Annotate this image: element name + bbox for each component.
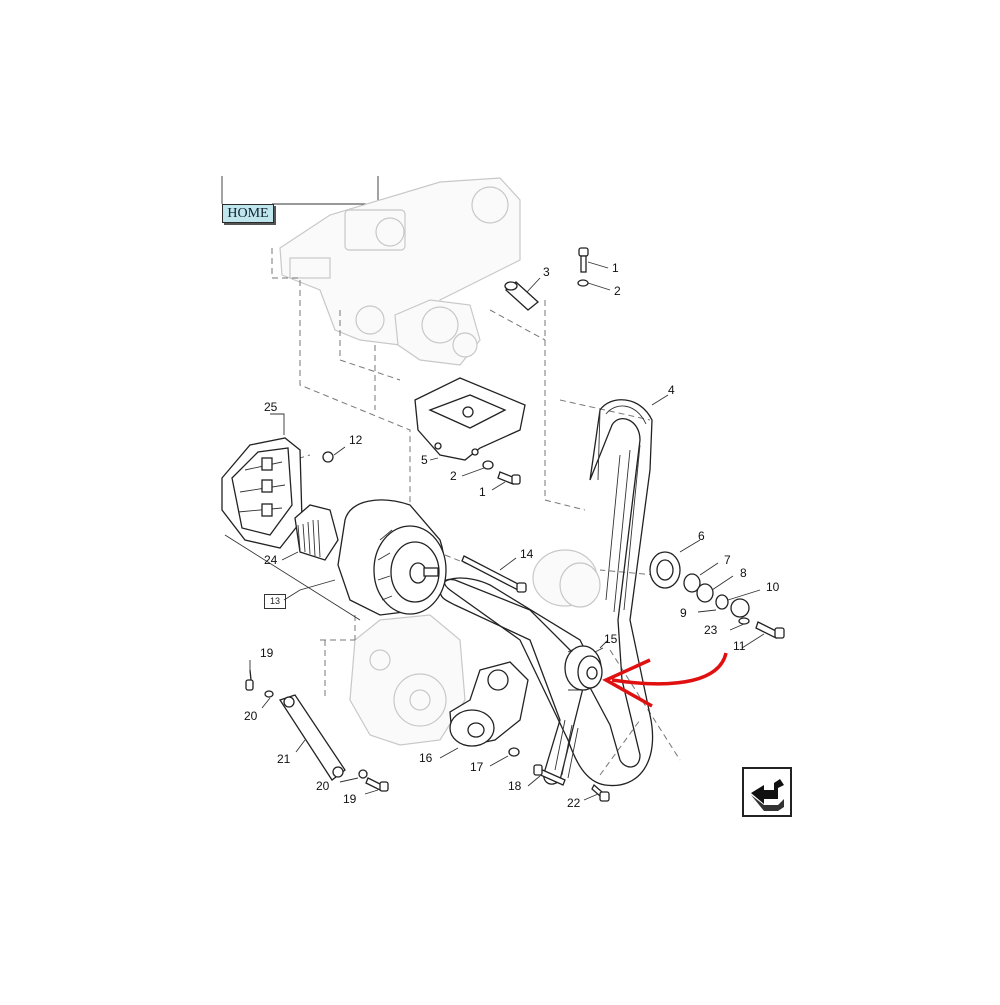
callout-14: 14 (520, 547, 534, 561)
tensioner-bracket (414, 377, 526, 461)
reference-box[interactable]: 13 (264, 594, 286, 609)
engine-block-ghost (279, 177, 521, 346)
callout-19: 19 (260, 646, 274, 660)
callout-18: 18 (508, 779, 522, 793)
idler-pulley (564, 639, 609, 691)
regulator (281, 504, 339, 561)
callout-16: 16 (419, 751, 433, 765)
ghost-pulley (532, 549, 601, 608)
spacer-sleeve (504, 277, 541, 311)
bolt-18 (527, 764, 566, 787)
pulley-bearing-stack (649, 539, 785, 649)
callout-6: 6 (698, 529, 705, 543)
bolt-mid (461, 460, 521, 491)
callout-20b: 20 (316, 779, 330, 793)
callout-20: 20 (244, 709, 258, 723)
callout-labels: 1 2 3 4 5 2 1 6 7 8 10 9 23 11 12 25 24 … (244, 261, 780, 810)
callout-9: 9 (680, 606, 687, 620)
ref-leader (224, 534, 361, 621)
callout-5: 5 (421, 453, 428, 467)
long-belt (443, 394, 669, 787)
callout-1b: 1 (479, 485, 486, 499)
home-frame (221, 176, 379, 205)
short-belt (439, 577, 591, 785)
lower-pump-ghost (349, 614, 466, 746)
water-pump-ghost (394, 299, 481, 366)
callout-1: 1 (612, 261, 619, 275)
callout-23: 23 (704, 623, 718, 637)
long-bolt (461, 555, 527, 593)
assembly-lines (259, 248, 681, 776)
callout-21: 21 (277, 752, 291, 766)
highlight-arrow (602, 652, 728, 708)
callout-11: 11 (733, 639, 746, 653)
callout-15: 15 (604, 632, 618, 646)
callout-2b: 2 (450, 469, 457, 483)
return-button[interactable] (742, 767, 792, 817)
return-arrow-icon (751, 779, 784, 811)
bolt-top (577, 247, 611, 291)
callout-24: 24 (264, 553, 278, 567)
belt-tensioner (439, 661, 529, 767)
callout-12: 12 (349, 433, 363, 447)
callout-3: 3 (543, 265, 550, 279)
fan-shroud (221, 413, 303, 549)
callout-25: 25 (264, 400, 278, 414)
strut-assembly (245, 660, 389, 795)
callout-7: 7 (724, 553, 731, 567)
screw-22 (583, 783, 610, 802)
callout-8: 8 (740, 566, 747, 580)
callout-4: 4 (668, 383, 675, 397)
alternator (337, 499, 447, 616)
home-button[interactable]: HOME (222, 204, 274, 223)
callout-10: 10 (766, 580, 780, 594)
callout-17: 17 (470, 760, 484, 774)
callout-22: 22 (567, 796, 581, 810)
callout-2: 2 (614, 284, 621, 298)
callout-19b: 19 (343, 792, 357, 806)
nut-12 (322, 446, 346, 463)
